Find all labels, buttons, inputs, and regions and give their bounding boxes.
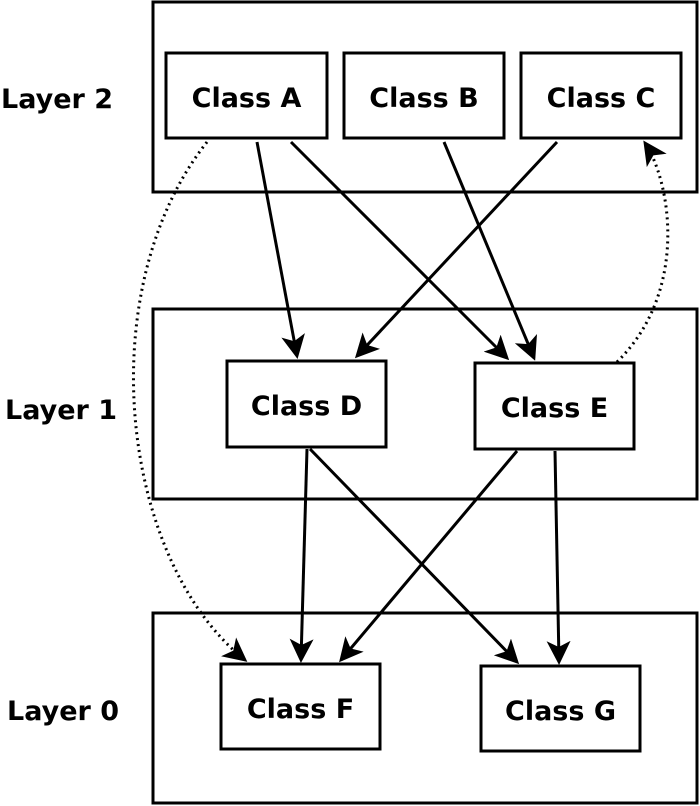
- class-b-node: Class B: [342, 51, 506, 140]
- class-e-label: Class E: [501, 393, 608, 424]
- class-g-label: Class G: [505, 696, 616, 727]
- class-d-label: Class D: [251, 391, 362, 422]
- edge-d-to-g: [308, 447, 520, 665]
- edge-d-to-f: [289, 448, 314, 663]
- class-d-node: Class D: [225, 359, 388, 449]
- layer-0-frame: [151, 611, 699, 805]
- layer-0-label: Layer 0: [7, 696, 119, 727]
- edge-a-to-e: [289, 140, 510, 361]
- class-e-node: Class E: [473, 361, 636, 451]
- edge-a-to-f-dotted: [132, 141, 248, 662]
- edge-e-to-f: [339, 450, 519, 663]
- edge-b-to-e: [442, 141, 537, 361]
- class-c-label: Class C: [547, 83, 656, 114]
- edge-e-to-g: [546, 450, 571, 665]
- class-b-label: Class B: [369, 83, 478, 114]
- layer-1-label: Layer 1: [5, 395, 117, 426]
- edges: [132, 140, 670, 665]
- class-f-label: Class F: [247, 694, 354, 725]
- layer-2-frame: [151, 0, 699, 194]
- edge-c-to-d: [354, 140, 559, 359]
- class-f-node: Class F: [219, 662, 382, 751]
- class-c-node: Class C: [519, 51, 683, 140]
- class-a-label: Class A: [192, 83, 302, 114]
- class-g-node: Class G: [479, 664, 642, 753]
- edge-e-to-c-dotted: [615, 140, 670, 364]
- class-a-node: Class A: [164, 51, 329, 140]
- layer-2-label: Layer 2: [1, 84, 113, 115]
- edge-a-to-d: [255, 141, 305, 359]
- layer-1-frame: [151, 307, 699, 501]
